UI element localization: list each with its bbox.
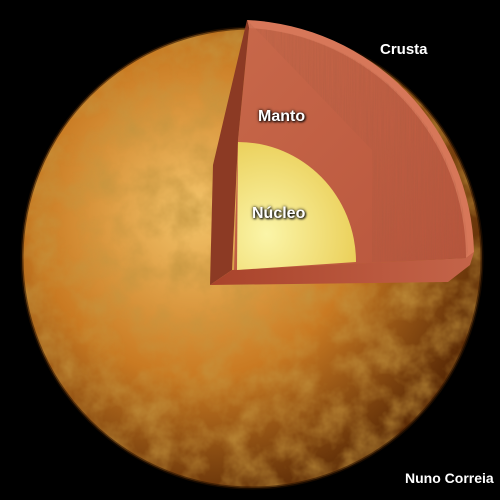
mantle-label: Manto bbox=[258, 108, 306, 125]
cutaway-wedge bbox=[210, 20, 474, 285]
core-label: Núcleo bbox=[252, 205, 306, 222]
mantle-left-face bbox=[210, 20, 249, 285]
crust-label: Crusta bbox=[380, 41, 428, 58]
author-credit: Nuno Correia bbox=[405, 470, 494, 486]
mantle-floor-face bbox=[210, 252, 474, 285]
core-layer bbox=[237, 142, 356, 270]
